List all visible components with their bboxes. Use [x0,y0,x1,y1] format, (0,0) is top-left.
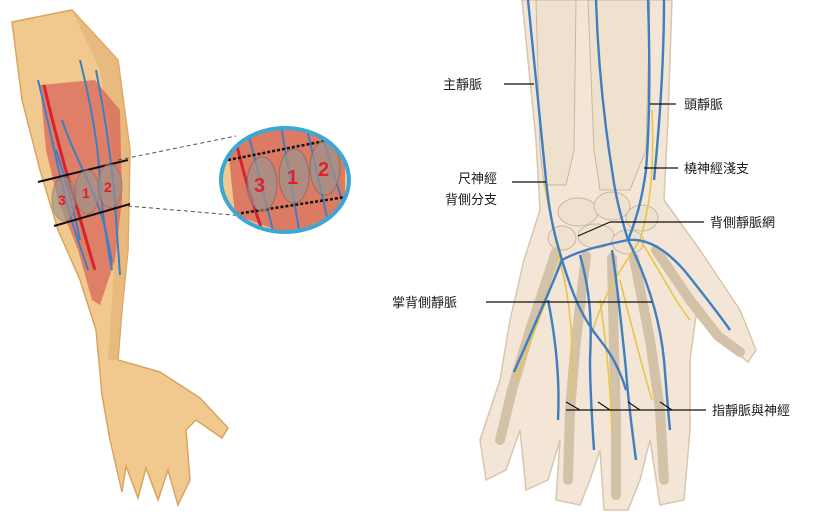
zoom-zone-number-2: 2 [318,159,329,181]
zone-number-3: 3 [58,192,66,208]
zone-number-1: 1 [82,185,90,201]
ulna-bone [536,0,576,185]
label-cephalic-vein: 頭靜脈 [684,98,723,113]
label-dorsal-metacarpal-veins: 掌背側靜脈 [392,296,457,311]
label-ulnar-nerve-dorsal-line1: 尺神經 [458,172,497,187]
label-dorsal-venous-network: 背側靜脈網 [710,216,775,231]
label-radial-nerve-superficial: 橈神經淺支 [684,162,749,177]
zoom-zone-number-1: 1 [287,167,298,189]
zoom-inset: 3 1 2 [215,120,355,240]
zoom-connector-bottom [128,206,244,216]
forearm-figure: 3 1 2 [12,10,355,505]
label-digital-veins-nerves: 指靜脈與神經 [712,404,790,419]
label-basilic-vein: 主靜脈 [443,78,482,93]
zoom-zone-number-3: 3 [254,175,265,197]
zone-number-2: 2 [104,179,112,195]
zoom-connector-top [118,136,236,160]
label-ulnar-nerve-dorsal-line2: 背側分支 [445,193,497,208]
hand-figure [480,0,756,510]
